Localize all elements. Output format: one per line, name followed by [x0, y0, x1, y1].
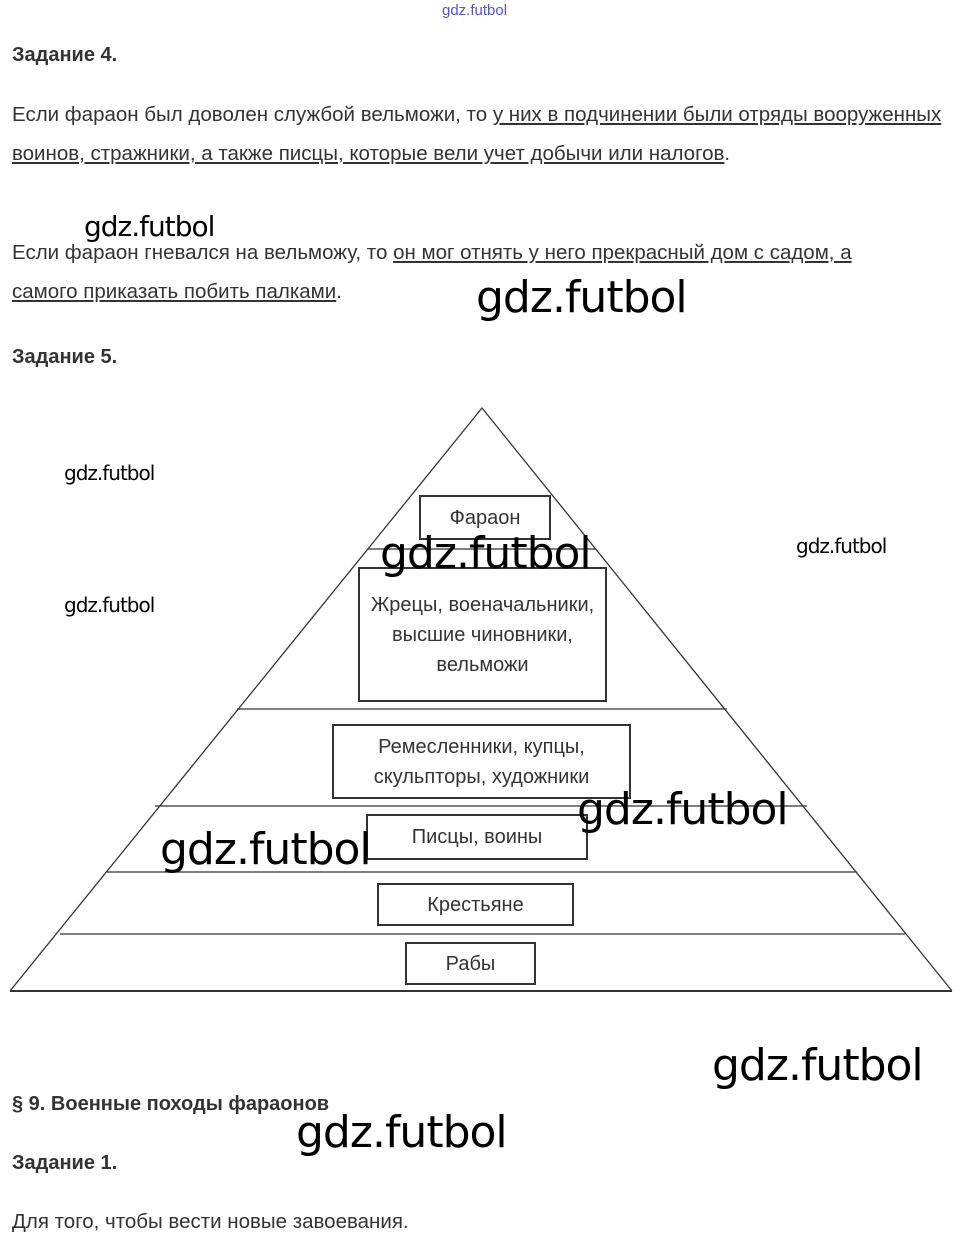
tier-scribes-warriors: Писцы, воины — [366, 814, 588, 860]
task1-title: Задание 1. — [12, 1152, 118, 1174]
task4-paragraph-1: Если фараон был доволен службой вельможи… — [12, 95, 952, 173]
watermark: gdz.futbol — [296, 1107, 508, 1158]
section-title: § 9. Военные походы фараонов — [12, 1093, 330, 1115]
underlined-answer: у них в подчинении были отряды вооруженн… — [12, 103, 942, 165]
tier-slaves: Рабы — [405, 942, 536, 985]
watermark: gdz.futbol — [64, 593, 155, 617]
period: . — [336, 280, 342, 303]
watermark: gdz.futbol — [380, 528, 592, 579]
tier-priests-nobles: Жрецы, военачальники, высшие чиновники, … — [358, 567, 607, 702]
watermark: gdz.futbol — [796, 534, 887, 558]
watermark: gdz.futbol — [160, 824, 372, 875]
underlined-answer: он мог отнять у него прекрасный дом с са… — [12, 241, 852, 303]
watermark: gdz.futbol — [84, 210, 215, 243]
watermark: gdz.futbol — [712, 1040, 924, 1091]
task5-title: Задание 5. — [12, 346, 118, 368]
pyramid-outline — [9, 406, 953, 992]
task4-title: Задание 4. — [12, 44, 118, 66]
task4-paragraph-2: Если фараон гневался на вельможу, то он … — [12, 233, 892, 311]
tier-pharaoh: Фараон — [419, 495, 551, 540]
period: . — [724, 142, 731, 165]
plain-text: Если фараон был доволен службой вельможи… — [12, 103, 493, 126]
watermark: gdz.futbol — [64, 461, 155, 485]
tier-craftsmen-merchants: Ремесленники, купцы, скульпторы, художни… — [332, 724, 631, 799]
tier-peasants: Крестьяне — [377, 883, 574, 926]
task1-answer: Для того, чтобы вести новые завоевания. — [12, 1210, 409, 1233]
watermark: gdz.futbol — [476, 272, 688, 323]
plain-text: Если фараон гневался на вельможу, то — [12, 241, 394, 264]
watermark: gdz.futbol — [577, 784, 789, 835]
site-watermark-link[interactable]: gdz.futbol — [442, 2, 508, 19]
